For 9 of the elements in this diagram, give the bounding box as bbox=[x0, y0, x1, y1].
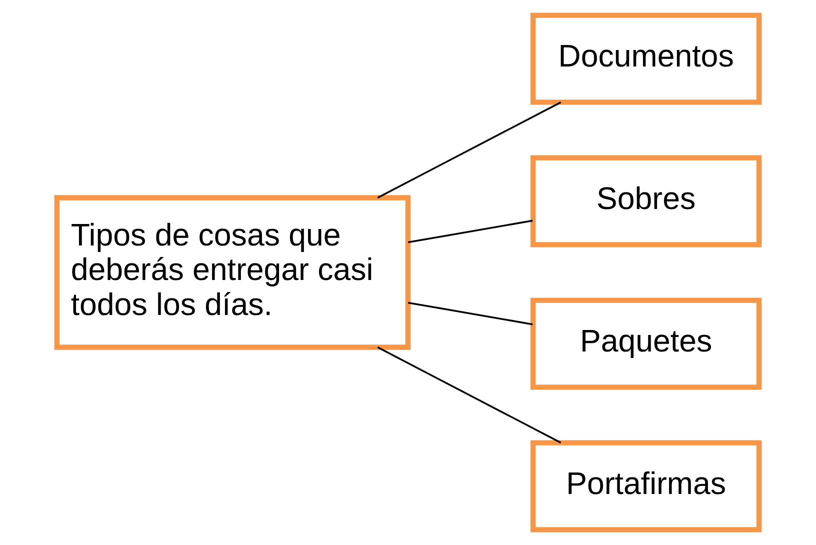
node-box: Paquetes bbox=[530, 298, 762, 390]
node-box: Portafirmas bbox=[530, 440, 762, 532]
connector bbox=[408, 220, 533, 244]
node-box: Tipos de cosas que deberás entregar casi todos los días. bbox=[54, 195, 411, 350]
connector bbox=[377, 346, 562, 444]
node-box: Sobres bbox=[530, 155, 762, 248]
connector bbox=[408, 302, 533, 326]
connector bbox=[377, 102, 562, 198]
node-box: Documentos bbox=[530, 12, 762, 105]
